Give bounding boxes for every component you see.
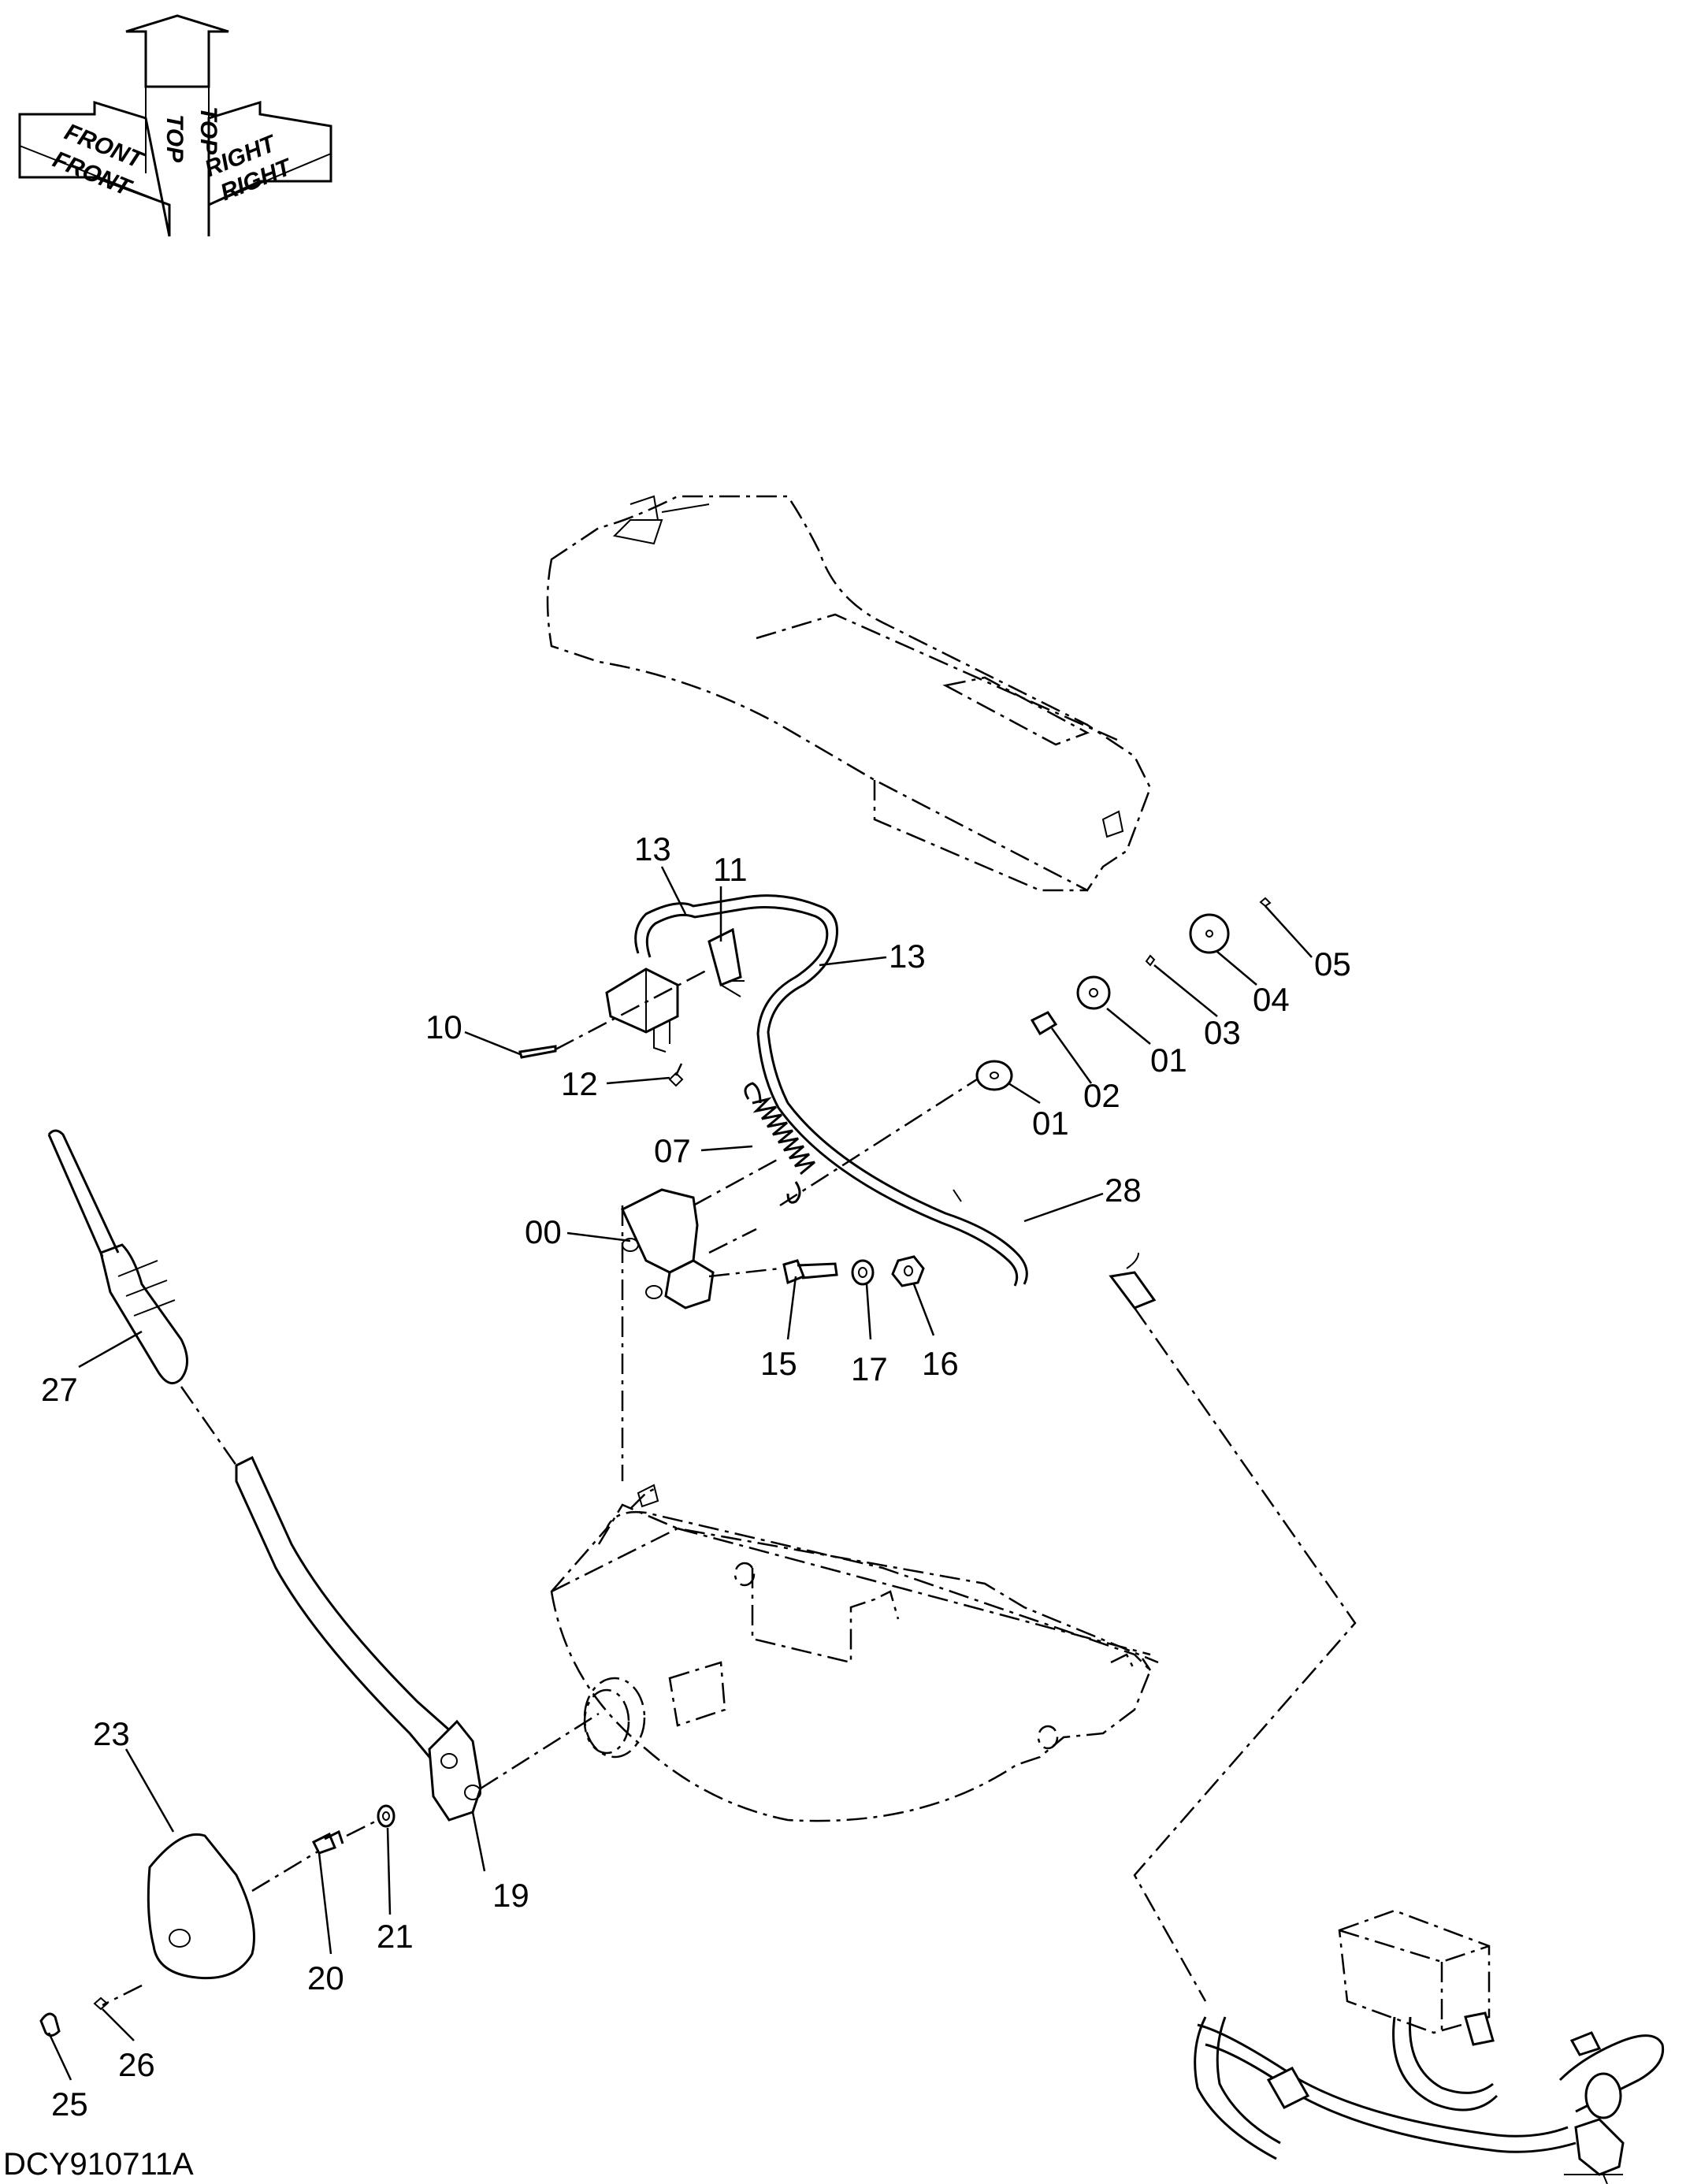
screw-26 [93,1996,109,2011]
callout-07: 07 [654,1132,691,1169]
screw-and-washer [311,1804,396,1855]
lever-grip [99,1243,188,1385]
washer [851,1259,875,1286]
upper-console-cover [546,495,1152,892]
orientation-top-label-2: TOP [195,106,221,155]
screw [668,1063,684,1087]
callout-01-right: 01 [1150,1042,1187,1079]
pin [518,968,710,1059]
hardware-stack [779,897,1272,1207]
callout-03: 03 [1204,1014,1241,1051]
callout-04: 04 [1253,981,1290,1018]
callout-15: 15 [760,1345,797,1382]
bracket [708,927,742,987]
clip-05 [1259,897,1272,908]
callout-21: 21 [377,1918,414,1955]
lever-plate [428,1719,482,1822]
top-arrow-icon [125,14,229,88]
callout-00: 00 [525,1213,562,1250]
bolt [782,1259,805,1285]
drawing-id: DCY910711A [3,2147,194,2182]
callout-19: 19 [492,1877,529,1914]
callout-23: 23 [93,1715,130,1752]
washer-01a [975,1060,1013,1091]
bolt-washer-nut [782,1255,925,1287]
lower-console-body [550,1205,1159,1822]
bushing-02 [1030,1011,1058,1036]
callout-13-upper: 13 [634,830,671,867]
switch-body [605,968,679,1034]
callout-26: 26 [118,2046,155,2083]
callout-13-right: 13 [889,938,926,975]
cap-and-screw [39,1996,109,2037]
spring [744,1082,815,1204]
callout-16: 16 [922,1345,959,1382]
washer-04 [1189,913,1230,954]
main-harness [1133,1307,1665,2184]
callout-28: 28 [1105,1172,1142,1209]
orientation-indicator: TOP TOP FRONT FRONT RIGHT RIGHT [18,14,332,237]
callout-02: 02 [1083,1077,1120,1114]
clip-03 [1145,954,1156,967]
callout-25: 25 [51,2086,88,2123]
callout-labels: 13 11 13 10 12 07 00 15 17 16 28 05 04 0… [41,830,1351,2123]
lever-bracket [621,1157,781,1309]
washer-01b [1076,975,1111,1010]
screw-20 [311,1832,336,1855]
callout-17: 17 [851,1350,888,1387]
callout-12: 12 [561,1065,598,1102]
callout-20: 20 [307,1959,344,1996]
callout-11: 11 [713,851,748,888]
leader-lines [47,866,1313,2081]
callout-27: 27 [41,1371,78,1408]
callout-10: 10 [425,1008,462,1046]
callout-01-left: 01 [1032,1105,1069,1142]
nut [891,1255,925,1287]
cap-25 [39,2012,61,2037]
switch-harness [605,894,1157,1309]
orientation-top-label: TOP [162,114,188,163]
washer-21 [377,1804,396,1828]
control-lever [47,1129,600,1822]
knob-cover [102,1833,332,2007]
callout-05: 05 [1314,945,1351,982]
